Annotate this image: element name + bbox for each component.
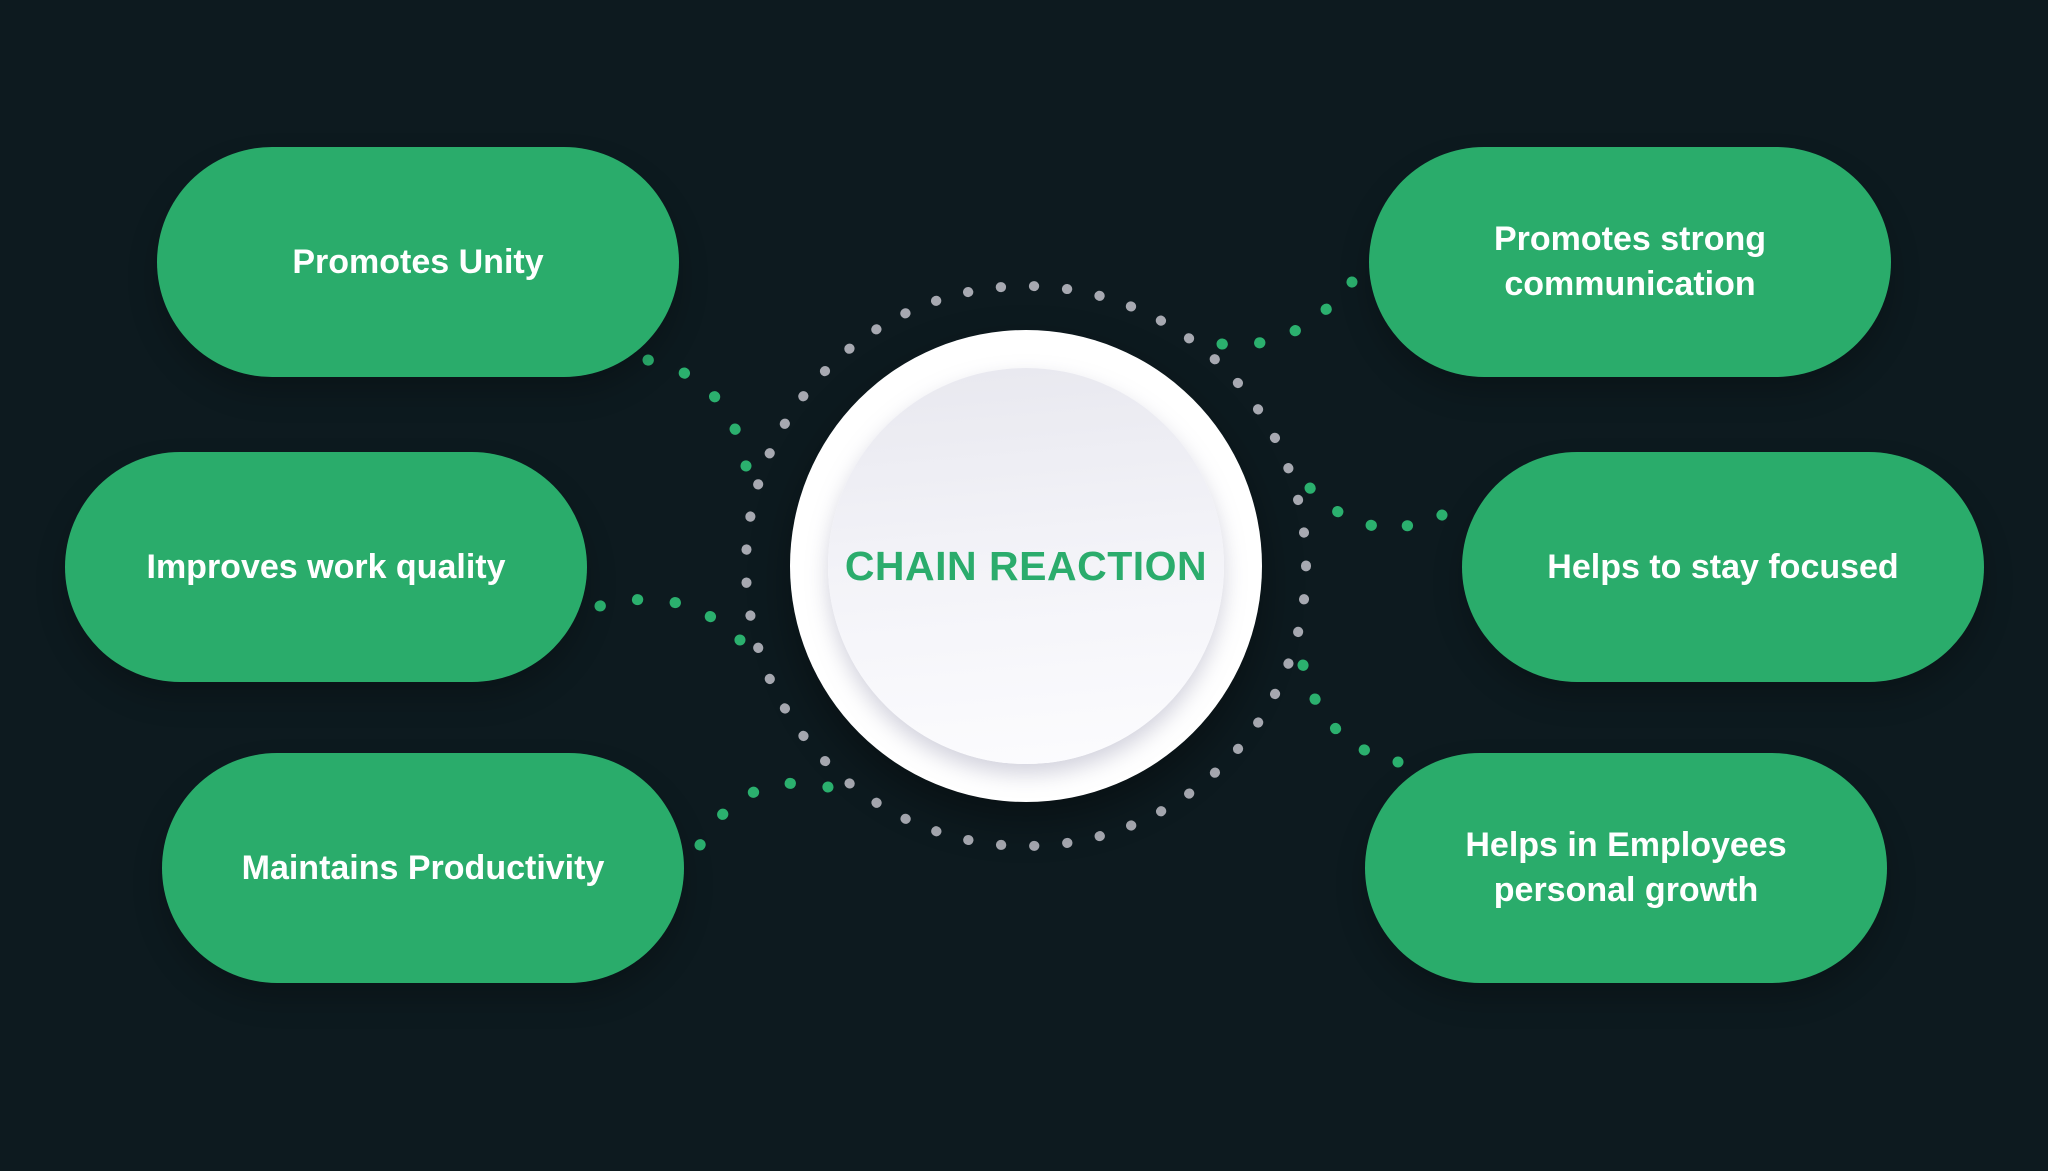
pill-helps-in-employees-personal-growth: Helps in Employees personal growth	[1365, 753, 1887, 983]
pill-promotes-unity: Promotes Unity	[157, 147, 679, 377]
center-circle-inner: CHAIN REACTION	[828, 368, 1224, 764]
center-circle: CHAIN REACTION	[790, 330, 1262, 802]
pill-label: Maintains Productivity	[241, 848, 605, 887]
connector-dots-improves-work-quality	[594, 593, 746, 646]
pill-label: Helps in Employees personal growth	[1465, 826, 1787, 909]
pill-label: Promotes Unity	[292, 242, 544, 281]
pill-label: Promotes strong communication	[1493, 220, 1767, 303]
pill-promotes-strong-communication: Promotes strong communication	[1369, 147, 1891, 377]
connector-dots-helps-to-stay-focused	[1304, 482, 1448, 533]
dotted-ring	[741, 281, 1311, 851]
connector-dots-maintains-productivity	[694, 777, 834, 851]
pill-label: Helps to stay focused	[1547, 547, 1899, 586]
pill-label: Improves work quality	[146, 547, 506, 586]
pill-helps-to-stay-focused: Helps to stay focused	[1462, 452, 1984, 682]
center-title: CHAIN REACTION	[844, 542, 1208, 589]
pill-maintains-productivity: Maintains Productivity	[162, 753, 684, 983]
pill-improves-work-quality: Improves work quality	[65, 452, 587, 682]
connector-dots-promotes-strong-communication	[1216, 276, 1358, 351]
connector-dots-helps-in-employees-personal-growth	[1297, 659, 1404, 768]
connector-dots-promotes-unity	[642, 354, 752, 472]
